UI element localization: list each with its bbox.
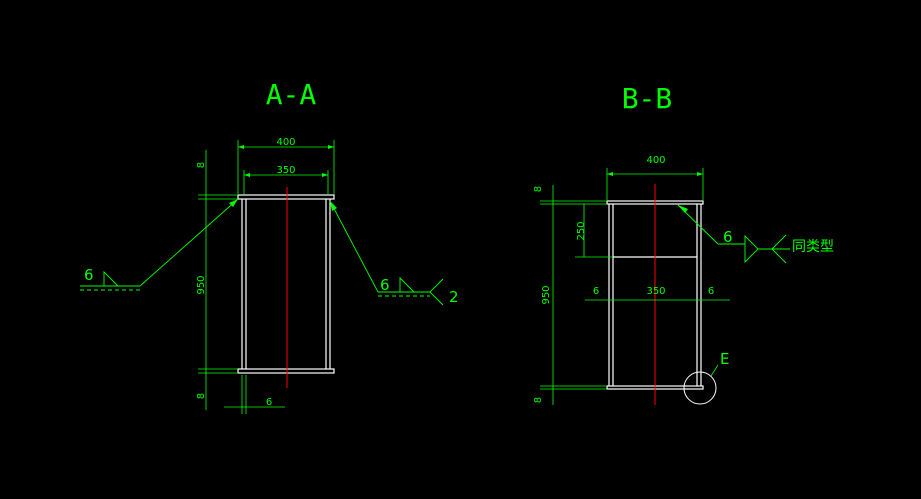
section-bb-dim-left-web: 6 xyxy=(593,286,599,297)
section-aa-weld-right-tail: 2 xyxy=(449,288,459,306)
section-bb-weld: 6 同类型 xyxy=(677,204,834,264)
section-aa-dim-top-plate: 8 xyxy=(196,162,207,168)
section-aa-weld-left-size: 6 xyxy=(84,266,94,284)
section-aa-dimension-arrows xyxy=(238,145,334,177)
section-bb-dim-height: 950 xyxy=(541,285,552,304)
section-aa: A-A xyxy=(80,78,459,414)
section-aa-dim-web: 6 xyxy=(266,397,272,408)
section-bb-weld-note: 同类型 xyxy=(792,239,834,255)
section-aa-dimension-lines xyxy=(198,140,335,414)
section-bb-dim-stiffener: 250 xyxy=(576,221,587,240)
section-bb-weld-size: 6 xyxy=(723,228,733,246)
section-aa-dim-height: 950 xyxy=(196,275,207,294)
section-aa-top-plate xyxy=(237,194,335,200)
section-aa-dim-bottom-plate: 8 xyxy=(196,393,207,399)
section-bb-dimension-arrows xyxy=(607,172,703,176)
section-bb-dim-top-plate: 8 xyxy=(533,186,544,192)
section-bb-dim-right-web: 6 xyxy=(708,286,714,297)
detail-leader xyxy=(710,364,719,377)
section-aa-weld-left: 6 xyxy=(80,198,239,291)
section-bb-dim-inner-width: 350 xyxy=(646,286,665,297)
section-bb-title: B-B xyxy=(622,82,673,115)
section-bb-dim-outer-width: 400 xyxy=(646,155,665,166)
section-bb-detail-label: E xyxy=(720,350,729,368)
section-aa-weld-right-size: 6 xyxy=(380,276,390,294)
section-aa-dim-inner-width: 350 xyxy=(276,165,295,176)
section-bb-detail-callout: E xyxy=(683,350,729,405)
section-aa-weld-right: 6 2 xyxy=(329,200,459,306)
section-bb-dimension-lines xyxy=(540,168,730,405)
section-aa-dim-outer-width: 400 xyxy=(276,137,295,148)
section-bb-dim-bottom-plate: 8 xyxy=(533,397,544,403)
detail-circle xyxy=(683,371,717,405)
section-bb: B-B xyxy=(533,82,834,405)
section-aa-bottom-plate xyxy=(237,368,335,374)
section-aa-frame xyxy=(237,194,335,374)
section-aa-title: A-A xyxy=(266,78,317,111)
